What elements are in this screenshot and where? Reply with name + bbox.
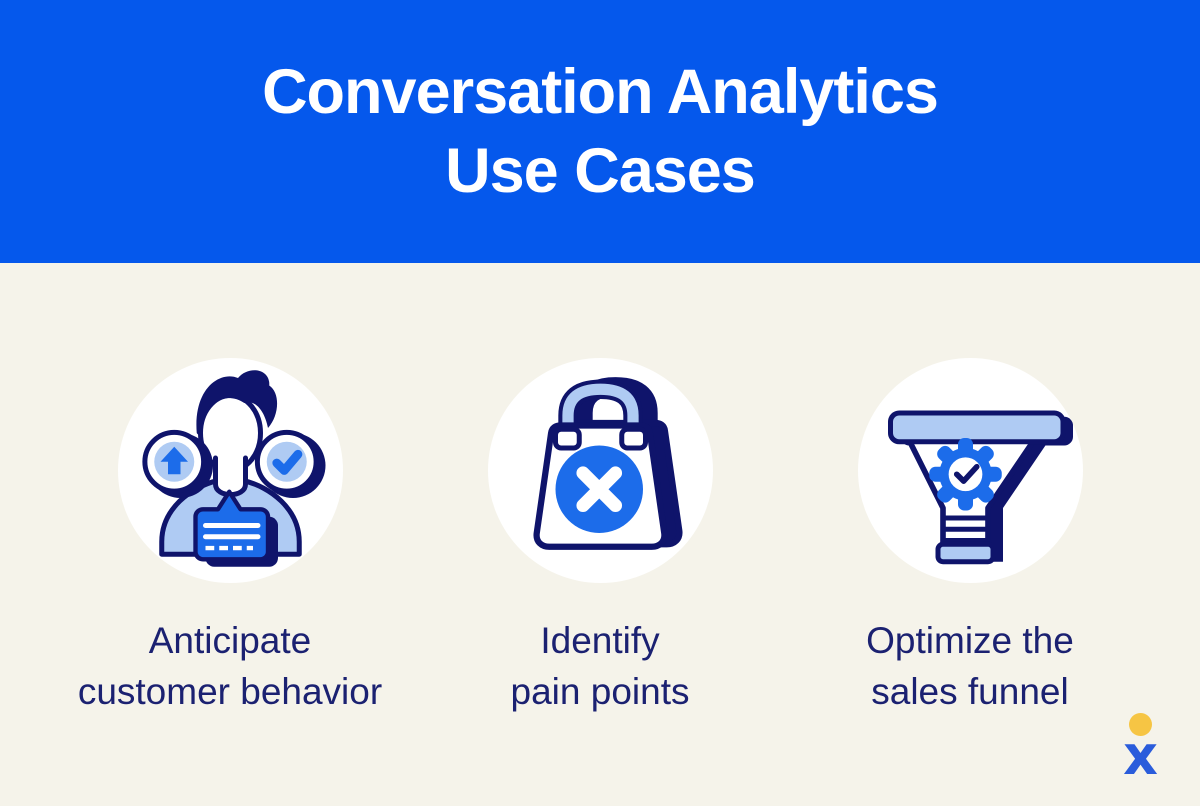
- title-line-2: Use Cases: [445, 135, 756, 206]
- pain-points-icon: [487, 358, 713, 583]
- shopping-bag-x-icon: [532, 377, 683, 550]
- logo-dot-icon: [1129, 713, 1153, 737]
- use-case-identify-pain-points: Identify pain points: [415, 358, 785, 717]
- page-title: Conversation Analytics Use Cases: [262, 53, 939, 211]
- title-line-1: Conversation Analytics: [262, 56, 939, 127]
- label-line-2: pain points: [510, 671, 690, 712]
- customer-behavior-icon: [117, 358, 343, 583]
- use-case-label: Identify pain points: [511, 615, 690, 717]
- logo-x-letter: x: [1123, 724, 1158, 788]
- label-line-1: Optimize the: [866, 620, 1074, 661]
- funnel-gear-icon: [887, 410, 1073, 565]
- use-case-optimize-sales-funnel: Optimize the sales funnel: [785, 358, 1155, 717]
- use-case-label: Optimize the sales funnel: [866, 615, 1074, 717]
- use-case-label: Anticipate customer behavior: [78, 615, 382, 717]
- header-banner: Conversation Analytics Use Cases: [0, 0, 1200, 263]
- person-with-badges-icon: [141, 370, 325, 567]
- label-line-1: Identify: [540, 620, 660, 661]
- brand-x-logo: x: [1123, 713, 1158, 788]
- use-case-anticipate-customer-behavior: Anticipate customer behavior: [45, 358, 415, 717]
- label-line-2: customer behavior: [77, 671, 383, 712]
- label-line-1: Anticipate: [148, 620, 312, 661]
- use-cases-row: Anticipate customer behavior: [45, 358, 1155, 717]
- sales-funnel-icon: [857, 358, 1083, 583]
- label-line-2: sales funnel: [871, 671, 1069, 712]
